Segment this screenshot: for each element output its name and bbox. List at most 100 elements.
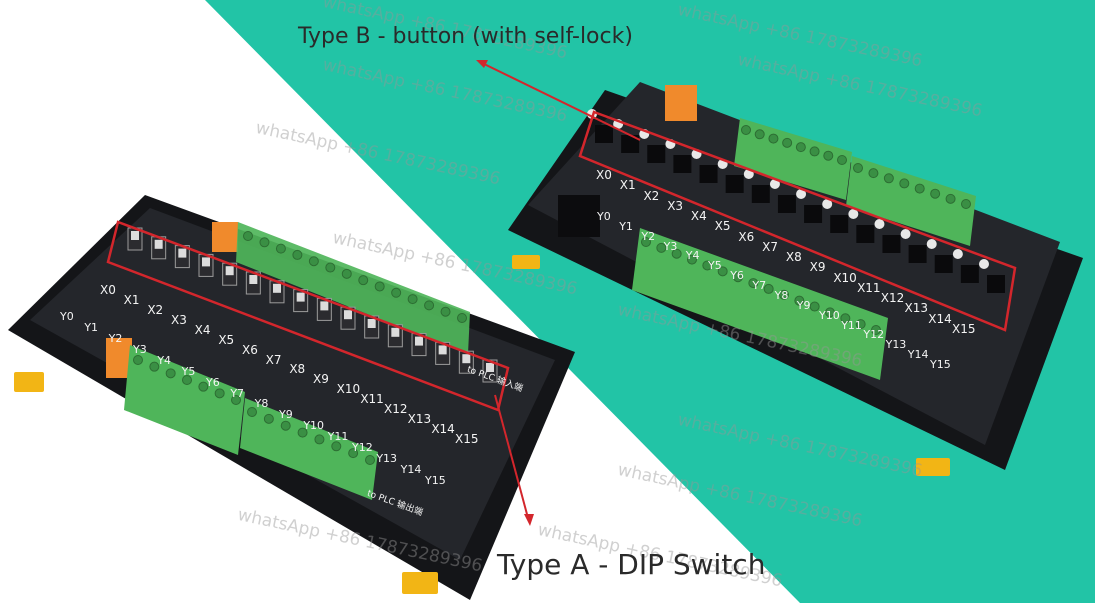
channel-label: Y15 xyxy=(425,474,446,487)
terminal-screw xyxy=(754,129,765,140)
channel-label: Y13 xyxy=(376,452,398,466)
channel-label: X1 xyxy=(123,292,140,307)
push-button xyxy=(882,235,901,253)
terminal-screw xyxy=(247,407,257,417)
channel-label: X8 xyxy=(289,362,306,377)
channel-label: Y1 xyxy=(619,219,633,233)
channel-label: Y0 xyxy=(597,210,611,223)
board-b-selector-switch xyxy=(558,195,600,237)
dip-switch-lever xyxy=(415,336,423,346)
terminal-screw xyxy=(641,237,651,247)
caption-type-b: Type B - button (with self-lock) xyxy=(298,24,633,49)
push-button xyxy=(725,175,744,193)
terminal-screw xyxy=(314,434,325,445)
channel-label: X13 xyxy=(407,412,432,427)
push-button xyxy=(960,265,979,283)
channel-label: X3 xyxy=(667,198,684,213)
push-button xyxy=(830,215,849,233)
led xyxy=(979,259,989,269)
channel-label: Y3 xyxy=(133,342,147,356)
channel-label: X14 xyxy=(928,311,952,326)
terminal-screw xyxy=(263,413,274,424)
board-b-foot-left xyxy=(512,255,540,269)
terminal-screw xyxy=(365,455,375,465)
dip-switch-lever xyxy=(391,327,400,337)
terminal-screw xyxy=(871,325,881,335)
channel-label: Y8 xyxy=(774,288,789,302)
terminal-screw xyxy=(308,256,319,267)
channel-label: X4 xyxy=(690,209,707,224)
channel-label: X1 xyxy=(619,178,636,193)
channel-label: X5 xyxy=(218,332,235,347)
terminal-screw xyxy=(809,146,820,157)
terminal-screw xyxy=(768,133,779,144)
terminal-screw xyxy=(883,173,894,184)
push-button xyxy=(621,135,640,153)
channel-label: Y14 xyxy=(907,348,929,362)
terminal-screw xyxy=(358,275,369,286)
push-button xyxy=(804,205,823,223)
caption-type-a: Type A - DIP Switch xyxy=(497,548,766,581)
dip-switch-lever xyxy=(178,248,187,258)
terminal-screw xyxy=(825,307,835,318)
push-button xyxy=(699,165,718,183)
channel-label: Y14 xyxy=(400,463,422,477)
terminal-screw xyxy=(741,125,751,135)
channel-label: X0 xyxy=(596,168,612,182)
channel-label: Y2 xyxy=(108,331,123,345)
teal-background xyxy=(205,0,1095,603)
channel-label: X13 xyxy=(904,301,929,316)
board-b-terminal-block-3 xyxy=(632,228,888,380)
terminal-screw xyxy=(280,420,291,431)
terminal-screw xyxy=(457,313,467,323)
dip-switch-lever xyxy=(486,363,494,372)
channel-label: Y3 xyxy=(663,239,678,253)
terminal-screw xyxy=(853,163,863,173)
channel-label: Y7 xyxy=(230,386,245,400)
push-button xyxy=(987,275,1005,293)
channel-label: X5 xyxy=(714,219,731,234)
terminal-screw xyxy=(407,294,418,305)
push-button xyxy=(856,225,875,243)
board-type-b xyxy=(508,82,1083,476)
terminal-screw xyxy=(149,361,160,372)
terminal-screw xyxy=(795,142,806,153)
push-button xyxy=(934,255,953,273)
channel-label: X4 xyxy=(194,322,211,337)
terminal-screw xyxy=(133,355,143,365)
terminal-screw xyxy=(374,281,385,292)
channel-label: Y1 xyxy=(84,320,99,334)
channel-label: X7 xyxy=(762,239,778,254)
channel-label: Y12 xyxy=(352,441,373,455)
channel-label: Y11 xyxy=(327,430,349,444)
led xyxy=(822,199,833,209)
terminal-screw xyxy=(182,375,192,385)
terminal-screw xyxy=(945,193,956,204)
channel-label: Y13 xyxy=(885,338,907,352)
terminal-screw xyxy=(214,388,225,399)
channel-label: X6 xyxy=(738,229,755,244)
channel-label: X11 xyxy=(857,280,881,295)
channel-label: Y8 xyxy=(254,397,269,411)
terminal-screw xyxy=(868,168,879,179)
dip-switch-lever xyxy=(131,231,139,240)
channel-label: X7 xyxy=(265,352,282,367)
arrow-type-b xyxy=(479,61,641,141)
terminal-screw xyxy=(748,278,759,289)
terminal-screw xyxy=(243,231,253,241)
terminal-screw xyxy=(341,268,352,279)
terminal-screw xyxy=(823,150,834,161)
terminal-screw xyxy=(961,199,971,209)
channel-label: Y12 xyxy=(863,328,885,342)
board-b-terminal-block-1 xyxy=(734,118,852,200)
channel-label: X0 xyxy=(100,283,116,297)
terminal-screw xyxy=(794,295,805,306)
led xyxy=(900,229,911,239)
board-b-body xyxy=(528,82,1060,445)
terminal-screw xyxy=(259,237,270,248)
channel-label: Y0 xyxy=(60,310,74,323)
channel-label: X11 xyxy=(360,392,384,407)
board-type-a xyxy=(8,195,575,600)
dip-switch-lever xyxy=(320,301,329,311)
dip-switch-lever xyxy=(225,266,234,276)
